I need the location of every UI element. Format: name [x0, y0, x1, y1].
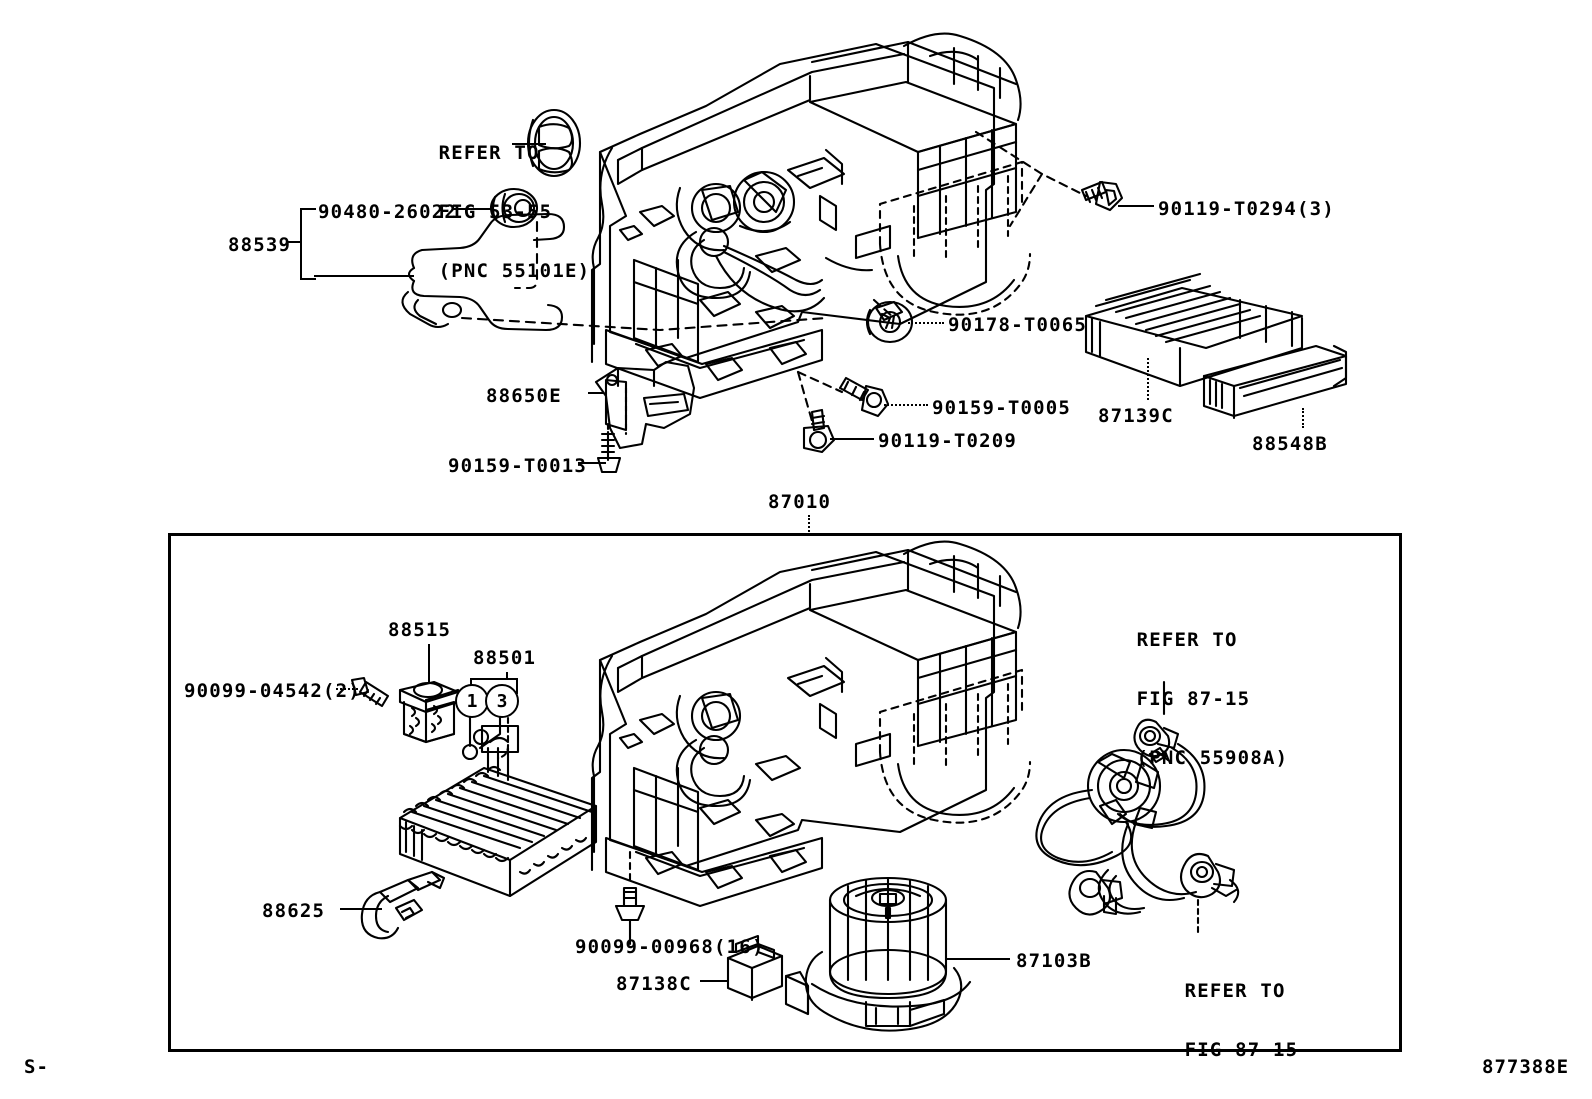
leader-88548b: [1302, 408, 1304, 428]
bracket-88539: [300, 208, 316, 280]
refer-to-block-55101e: REFER TO FIG 53-55 (PNC 55101E): [438, 142, 591, 283]
leader-88625: [340, 908, 382, 910]
leader-90099-04542: [336, 688, 358, 690]
label-90099-00968: 90099-00968(16): [575, 936, 765, 958]
label-88515: 88515: [388, 619, 452, 641]
sheet-left-mark: S-: [24, 1056, 49, 1078]
hvac-unit-upper-illustration: [590, 32, 1032, 400]
label-90099-04542: 90099-04542(2): [184, 680, 361, 702]
leader-87010: [808, 515, 810, 535]
refer-to-block-55906: REFER TO FIG 87-15 (PNC 55906): [1184, 980, 1323, 1099]
sheet-diagram-id: 877388E: [1482, 1056, 1570, 1078]
leader-87103b: [946, 958, 1010, 960]
leader-87138c: [700, 980, 728, 982]
leader-90119-t0294: [1118, 205, 1154, 207]
leader-90159-t0013: [578, 462, 606, 464]
label-88650e: 88650E: [486, 385, 562, 407]
clip-t0065-illustration: [865, 300, 914, 344]
filter-cover-illustration: [1202, 344, 1348, 420]
screw-t0005-illustration: [838, 376, 890, 418]
leader-90159-t0005: [884, 404, 928, 406]
label-90119-t0209: 90119-T0209: [878, 430, 1018, 452]
bolt-t0294-illustration: [1080, 180, 1124, 212]
label-87139c: 87139C: [1098, 405, 1174, 427]
index-marker-1: 1: [455, 684, 489, 718]
leader-88650e: [588, 392, 604, 394]
index-marker-3: 3: [485, 684, 519, 718]
assembly-panel-87010: [168, 533, 1402, 1052]
leader-90119-t0209: [830, 438, 874, 440]
leader-88501: [506, 672, 508, 680]
label-90159-t0013: 90159-T0013: [448, 455, 588, 477]
label-90119-t0294: 90119-T0294(3): [1158, 198, 1335, 220]
label-90480-26022: 90480-26022: [318, 201, 458, 223]
label-88539: 88539: [228, 234, 292, 256]
bolt-t0209-illustration: [802, 408, 836, 454]
label-87010: 87010: [768, 491, 832, 513]
label-90178-t0065: 90178-T0065: [948, 314, 1088, 336]
leader-87139c: [1147, 358, 1149, 400]
leader-refer-55101e: [512, 143, 546, 145]
label-88625: 88625: [262, 900, 326, 922]
screw-t0013-illustration: [596, 422, 622, 474]
leader-88515: [428, 644, 430, 684]
label-87138c: 87138C: [616, 973, 692, 995]
leader-90480-26022: [452, 208, 492, 210]
label-88501: 88501: [473, 647, 537, 669]
label-90159-t0005: 90159-T0005: [932, 397, 1072, 419]
label-87103b: 87103B: [1016, 950, 1092, 972]
bracket-88650e-illustration: [594, 360, 696, 450]
leader-88539-hose: [314, 275, 414, 277]
refer-to-block-55908a: REFER TO FIG 87-15 (PNC 55908A): [1136, 629, 1289, 770]
cabin-air-filter-illustration: [1084, 272, 1304, 388]
leader-88539: [286, 241, 302, 243]
label-88548b: 88548B: [1252, 433, 1328, 455]
leader-90178-t0065: [908, 322, 944, 324]
